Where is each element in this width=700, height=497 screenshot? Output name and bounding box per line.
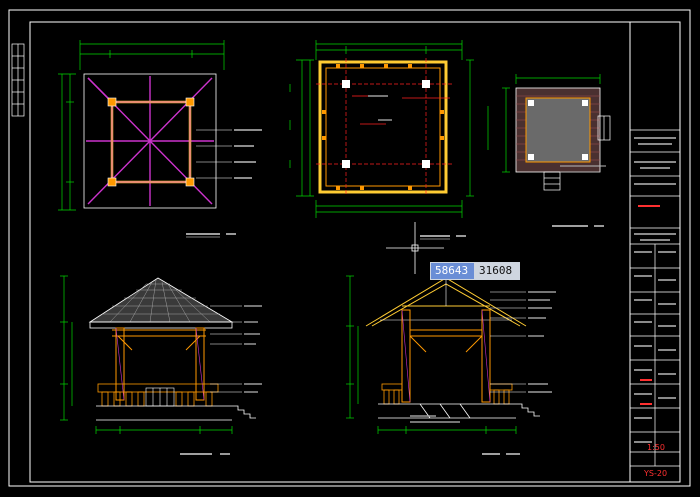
front-elevation[interactable] xyxy=(60,275,262,455)
roof-framing-plan[interactable] xyxy=(58,40,262,238)
paving-plan[interactable] xyxy=(487,74,611,227)
section-elevation[interactable] xyxy=(346,275,556,455)
sheet-frame xyxy=(8,9,691,487)
binding-strip xyxy=(11,43,25,117)
title-block: 1:50 YS-20 xyxy=(630,129,680,478)
sheet-number: YS-20 xyxy=(643,469,667,478)
crosshair-cursor-icon xyxy=(386,222,444,274)
cursor-y-readout: 31608 xyxy=(474,262,520,280)
cursor-x-readout: 58643 xyxy=(430,262,476,280)
drawing-scale: 1:50 xyxy=(647,443,665,452)
column-layout-plan[interactable] xyxy=(289,40,474,240)
